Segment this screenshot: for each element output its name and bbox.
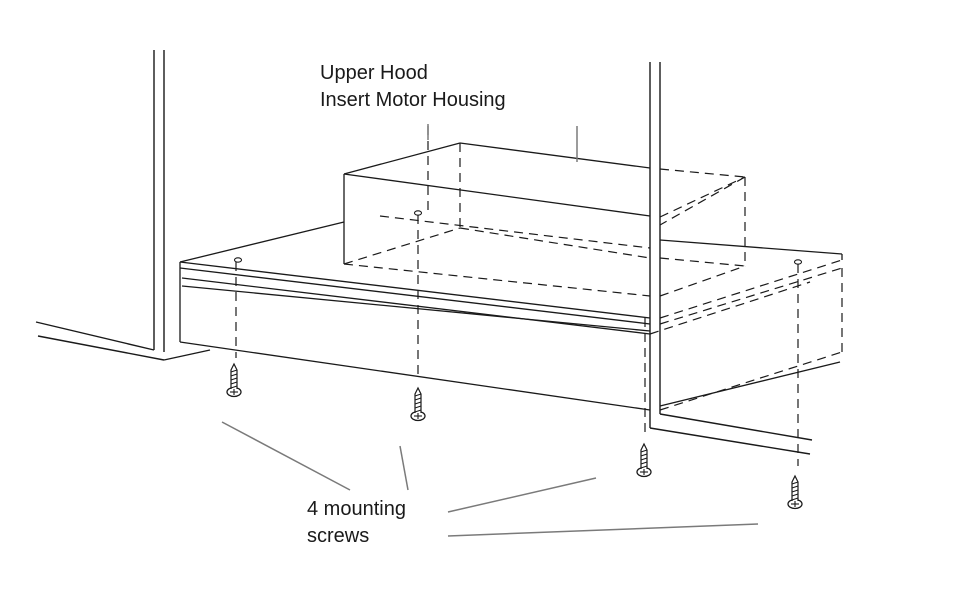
left-cabinet [35,50,211,361]
motor-housing-hidden [343,143,746,297]
screw-4 [787,475,803,510]
motor-housing-label-line1: Upper Hood [320,62,428,84]
mounting-screws-label-line1: 4 mounting [307,498,406,520]
motor-housing-label-line2: Insert Motor Housing [320,89,506,111]
motor-housing [343,142,651,264]
mounting-holes [233,210,803,265]
screw-1 [226,363,242,398]
motor-housing-label: Upper Hood Insert Motor Housing [320,60,506,114]
mounting-screws-label-line2: screws [307,525,370,547]
screw-guides [235,126,799,466]
mounting-screws-label: 4 mounting screws [307,496,406,550]
screw-3 [636,443,652,478]
right-cabinet [649,62,841,455]
base-tray-hidden [649,259,843,411]
base-tray [179,221,843,411]
screw-2 [410,387,426,422]
leader-lines [221,124,759,537]
